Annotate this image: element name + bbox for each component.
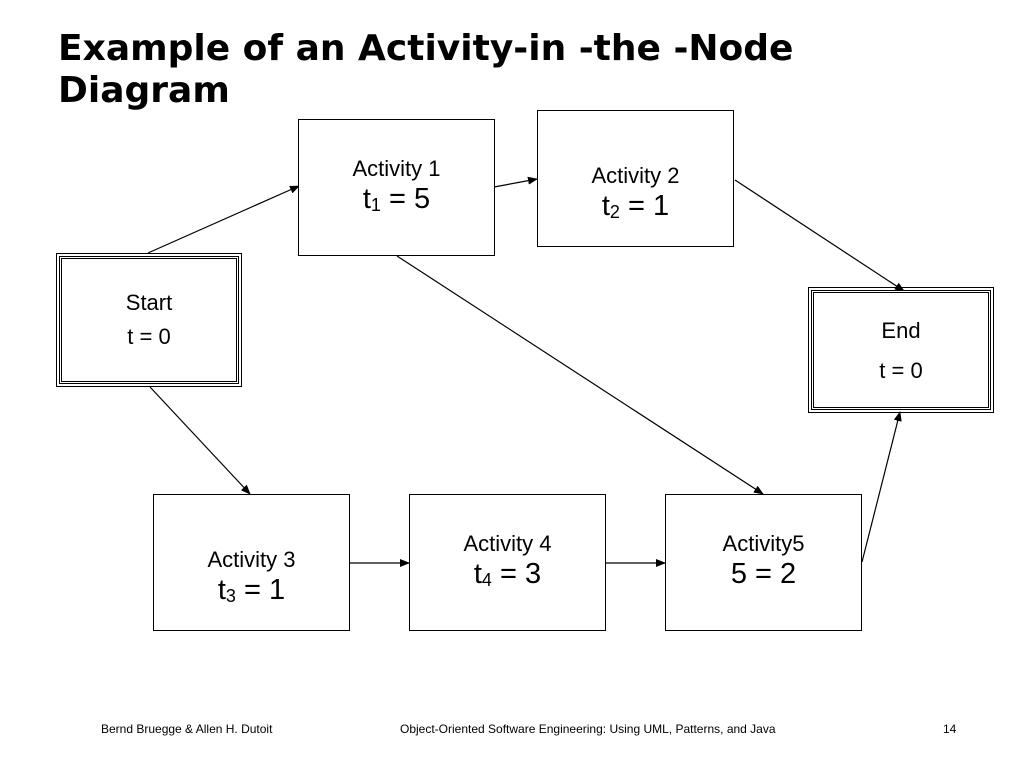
title-line-2: Diagram	[58, 70, 230, 111]
edge-activity-5-to-end	[861, 411, 902, 563]
edge-activity-2-to-end	[734, 179, 905, 292]
footer-page-number: 14	[943, 722, 957, 736]
edge-activity-1-to-activity-5	[396, 255, 764, 495]
activity-1-node: Activity 1 t1 = 5	[298, 119, 495, 256]
slide-title: Example of an Activity-in -the -Node Dia…	[58, 28, 958, 112]
activity-1-label: Activity 1	[352, 156, 441, 181]
activity-4-label: Activity 4	[463, 531, 552, 556]
edge-start-to-activity-3	[149, 386, 251, 495]
footer-course-title: Object-Oriented Software Engineering: Us…	[400, 722, 776, 736]
end-node: End t = 0	[808, 287, 994, 413]
end-label: End	[881, 318, 921, 343]
activity-4-node: Activity 4 t4 = 3	[409, 494, 606, 631]
activity-3-duration: t3 = 1	[217, 574, 286, 606]
start-node: Start t = 0	[56, 253, 242, 387]
footer-authors: Bernd Bruegge & Allen H. Dutoit	[101, 722, 273, 736]
edge-activity-1-to-activity-2	[493, 176, 538, 188]
activity-5-duration: 5 = 2	[730, 558, 797, 590]
activity-5-node: Activity5 5 = 2	[665, 494, 862, 631]
activity-2-node: Activity 2 t2 = 1	[537, 110, 734, 247]
activity-5-label: Activity5	[722, 531, 805, 556]
activity-1-duration: t1 = 5	[362, 183, 431, 215]
activity-2-duration: t2 = 1	[601, 190, 670, 222]
edge-start-to-activity-1	[147, 185, 300, 254]
activity-2-label: Activity 2	[591, 163, 680, 188]
end-time: t = 0	[879, 358, 923, 383]
activity-3-node: Activity 3 t3 = 1	[153, 494, 350, 631]
title-line-1: Example of an Activity-in -the -Node	[58, 28, 794, 69]
start-time: t = 0	[127, 324, 171, 349]
activity-4-duration: t4 = 3	[473, 558, 542, 590]
start-label: Start	[125, 290, 173, 315]
activity-3-label: Activity 3	[207, 547, 296, 572]
